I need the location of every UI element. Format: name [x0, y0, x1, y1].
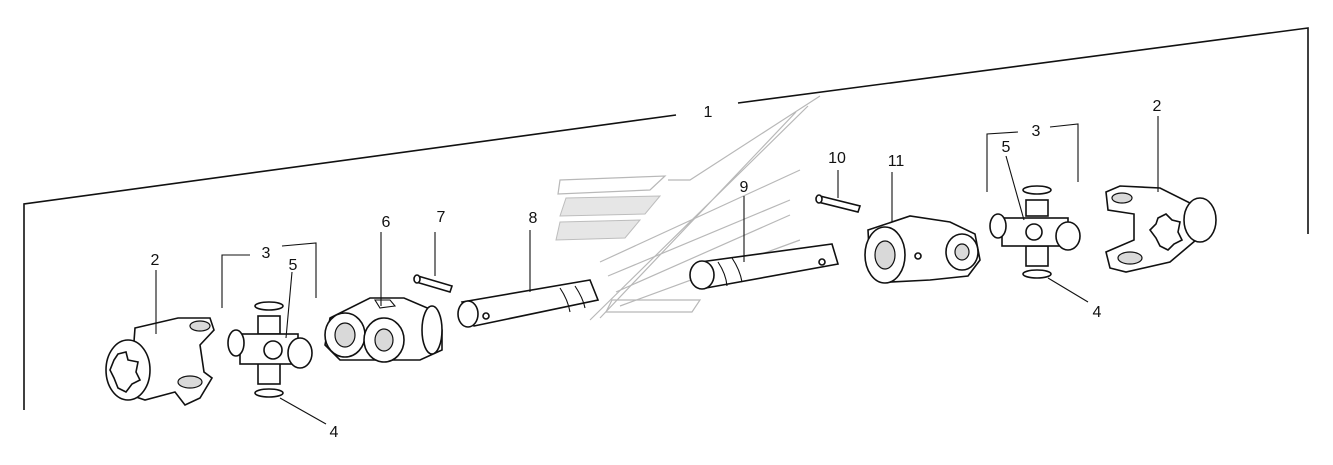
- callout-5-right: 5: [1002, 139, 1011, 156]
- bracket-3-right: [986, 123, 1079, 192]
- outer-yoke: [324, 297, 443, 363]
- callout-4-right: 4: [1093, 304, 1102, 321]
- profile-tube-inner: [457, 279, 600, 328]
- leader-lines: [155, 116, 1159, 425]
- profile-tube-outer: [689, 243, 840, 290]
- callout-5-left: 5: [289, 257, 298, 274]
- yoke-right: [1105, 185, 1217, 273]
- callout-7: 7: [437, 209, 446, 226]
- inner-yoke: [864, 215, 981, 284]
- callout-2-left: 2: [151, 252, 160, 269]
- callout-3-right: 3: [1032, 123, 1041, 140]
- circlip-top-right: [1022, 185, 1052, 195]
- spring-pin-right: [815, 194, 862, 213]
- cross-journal-left: [227, 315, 313, 385]
- callout-8: 8: [529, 210, 538, 227]
- spring-pin-left: [413, 274, 454, 293]
- circlip-top-left: [254, 301, 284, 311]
- cross-journal-right: [989, 199, 1081, 267]
- callout-4-left: 4: [330, 424, 339, 441]
- callout-10: 10: [828, 150, 846, 167]
- callout-1: 1: [704, 104, 713, 121]
- circlip-bottom-left: [254, 388, 284, 398]
- callout-3-left: 3: [262, 245, 271, 262]
- callout-2-right: 2: [1153, 98, 1162, 115]
- yoke-left: [105, 317, 215, 406]
- callout-6: 6: [382, 214, 391, 231]
- watermark-logo: [555, 95, 821, 321]
- callout-11: 11: [888, 153, 905, 170]
- circlip-bottom-right: [1022, 269, 1052, 279]
- callout-labels: 1 2 2 3 3 4 4 5 5 6 7 8 9 10 11: [151, 98, 1162, 441]
- assembly-bracket: [23, 27, 1309, 410]
- bracket-3-left: [221, 242, 317, 308]
- callout-9: 9: [740, 179, 749, 196]
